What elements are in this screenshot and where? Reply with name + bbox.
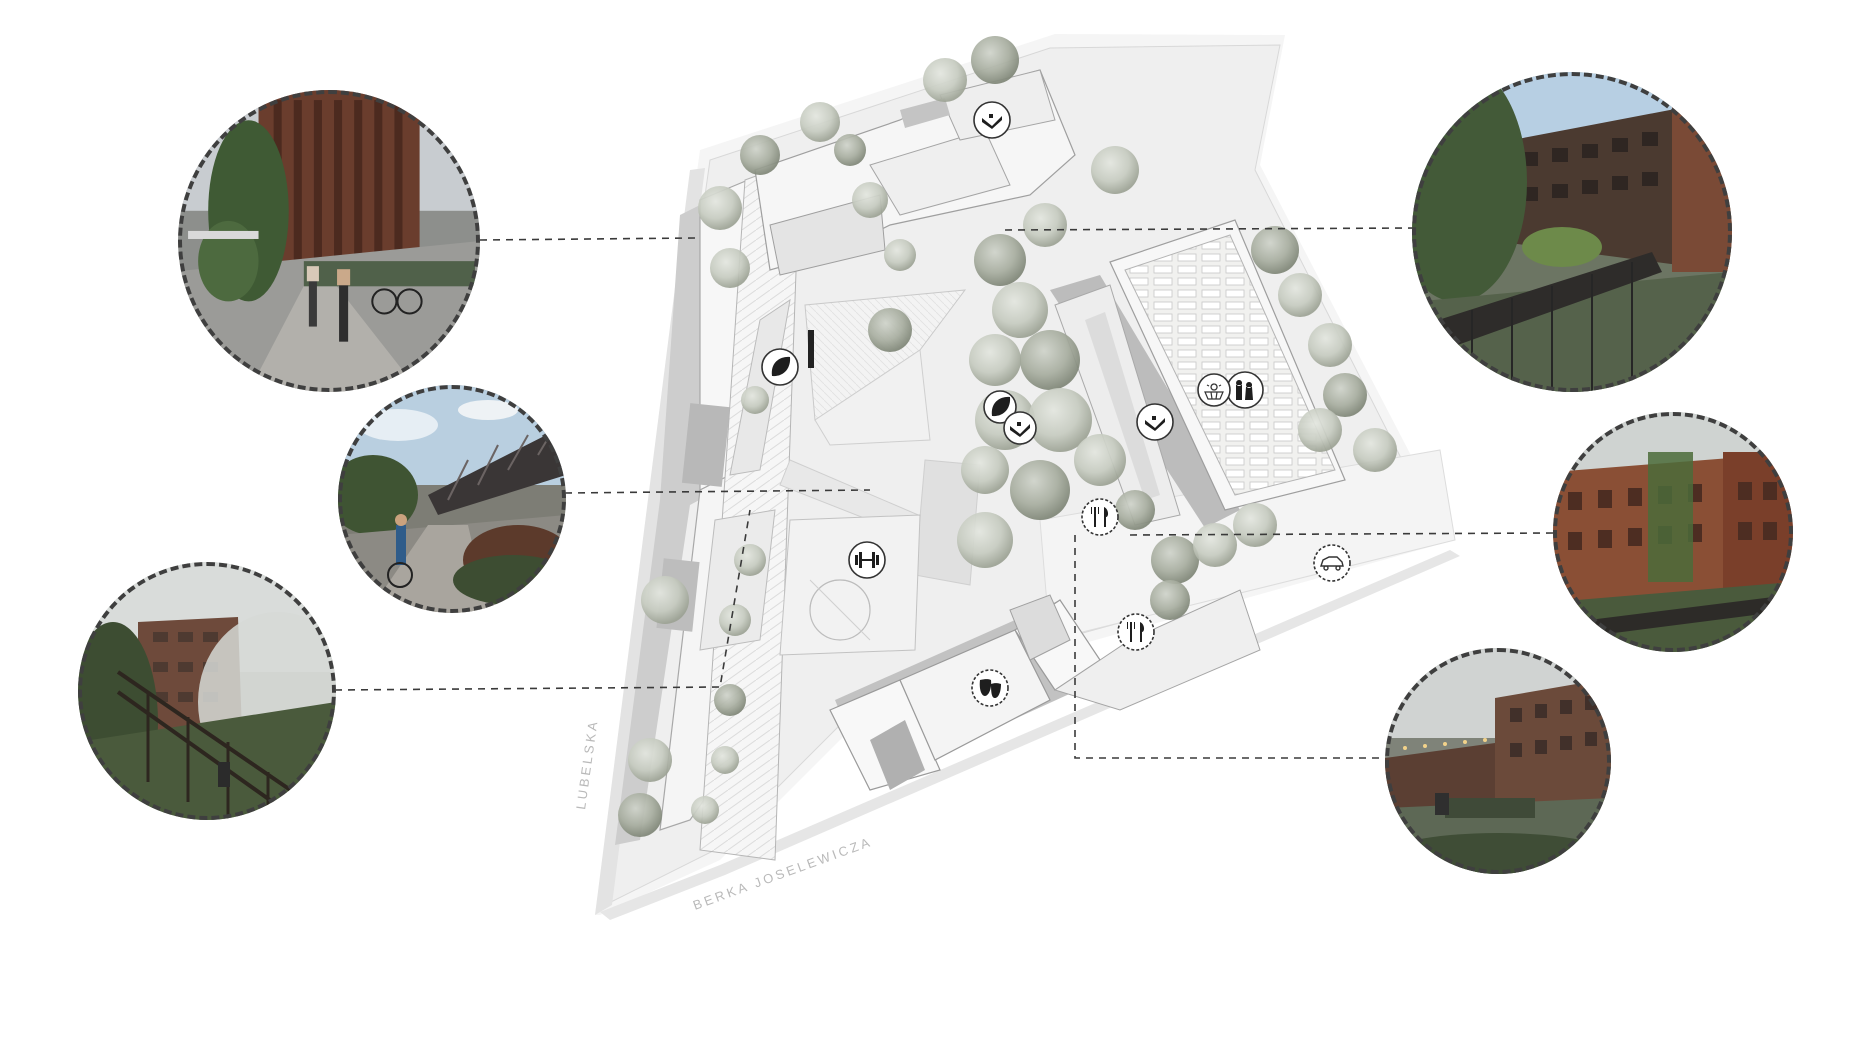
tree — [1150, 580, 1190, 620]
tree — [1023, 203, 1067, 247]
tree — [1323, 373, 1367, 417]
tree — [1020, 330, 1080, 390]
tree — [618, 793, 662, 837]
car-icon — [1313, 544, 1351, 582]
cutlery-icon — [1081, 498, 1119, 536]
solar-panel-icon — [1197, 373, 1231, 407]
tree — [1028, 388, 1092, 452]
tree — [800, 102, 840, 142]
tree — [1151, 536, 1199, 584]
tree — [852, 182, 888, 218]
tree — [834, 134, 866, 166]
tree — [741, 386, 769, 414]
tree — [961, 446, 1009, 494]
leader-line-courtyard-view — [1004, 227, 1416, 231]
tree — [868, 308, 912, 352]
sunbed-icon — [973, 101, 1011, 139]
sunbed-icon — [1136, 403, 1174, 441]
courtyard-view-vignette — [1412, 72, 1732, 392]
tree — [1353, 428, 1397, 472]
tree — [992, 282, 1048, 338]
tree — [628, 738, 672, 782]
theatre-masks-icon — [971, 669, 1009, 707]
leader-lines — [334, 227, 1556, 759]
leader-line-street-view — [479, 237, 696, 241]
tree — [1010, 460, 1070, 520]
tree — [969, 334, 1021, 386]
tree — [923, 58, 967, 102]
tree — [1298, 408, 1342, 452]
leader-line-square-view — [1074, 535, 1385, 759]
family-icon — [1226, 371, 1264, 409]
tree — [691, 796, 719, 824]
tree — [1278, 273, 1322, 317]
tree — [641, 576, 689, 624]
tree — [1251, 226, 1299, 274]
leader-line-facade-view — [1129, 532, 1556, 536]
tree — [714, 684, 746, 716]
tree — [1115, 490, 1155, 530]
facade-view-vignette — [1553, 412, 1793, 652]
street-view-vignette — [178, 90, 480, 392]
tree — [957, 512, 1013, 568]
tree — [1193, 523, 1237, 567]
tree — [710, 248, 750, 288]
sunbed-icon — [1003, 411, 1037, 445]
street-label-lubelska: LUBELSKA — [573, 718, 601, 810]
tree — [711, 746, 739, 774]
icon-badges — [761, 101, 1351, 707]
green-terrace-vignette — [78, 562, 336, 820]
tree — [1233, 503, 1277, 547]
sports-court — [779, 514, 921, 656]
tree — [1074, 434, 1126, 486]
tree — [740, 135, 780, 175]
tree — [719, 604, 751, 636]
tree — [698, 186, 742, 230]
square-view-vignette — [1385, 648, 1611, 874]
tree — [734, 544, 766, 576]
bridge-view-vignette — [338, 385, 566, 613]
leaf-icon — [983, 390, 1017, 424]
tree — [971, 36, 1019, 84]
tree — [974, 234, 1026, 286]
tree — [1308, 323, 1352, 367]
tree — [1091, 146, 1139, 194]
central-plaza — [804, 289, 967, 446]
east-solar-building — [1050, 219, 1346, 528]
cutlery-icon — [1117, 613, 1155, 651]
trees — [618, 36, 1397, 837]
tree — [884, 239, 916, 271]
dumbbell-icon — [848, 541, 886, 579]
leaf-icon — [761, 348, 799, 386]
